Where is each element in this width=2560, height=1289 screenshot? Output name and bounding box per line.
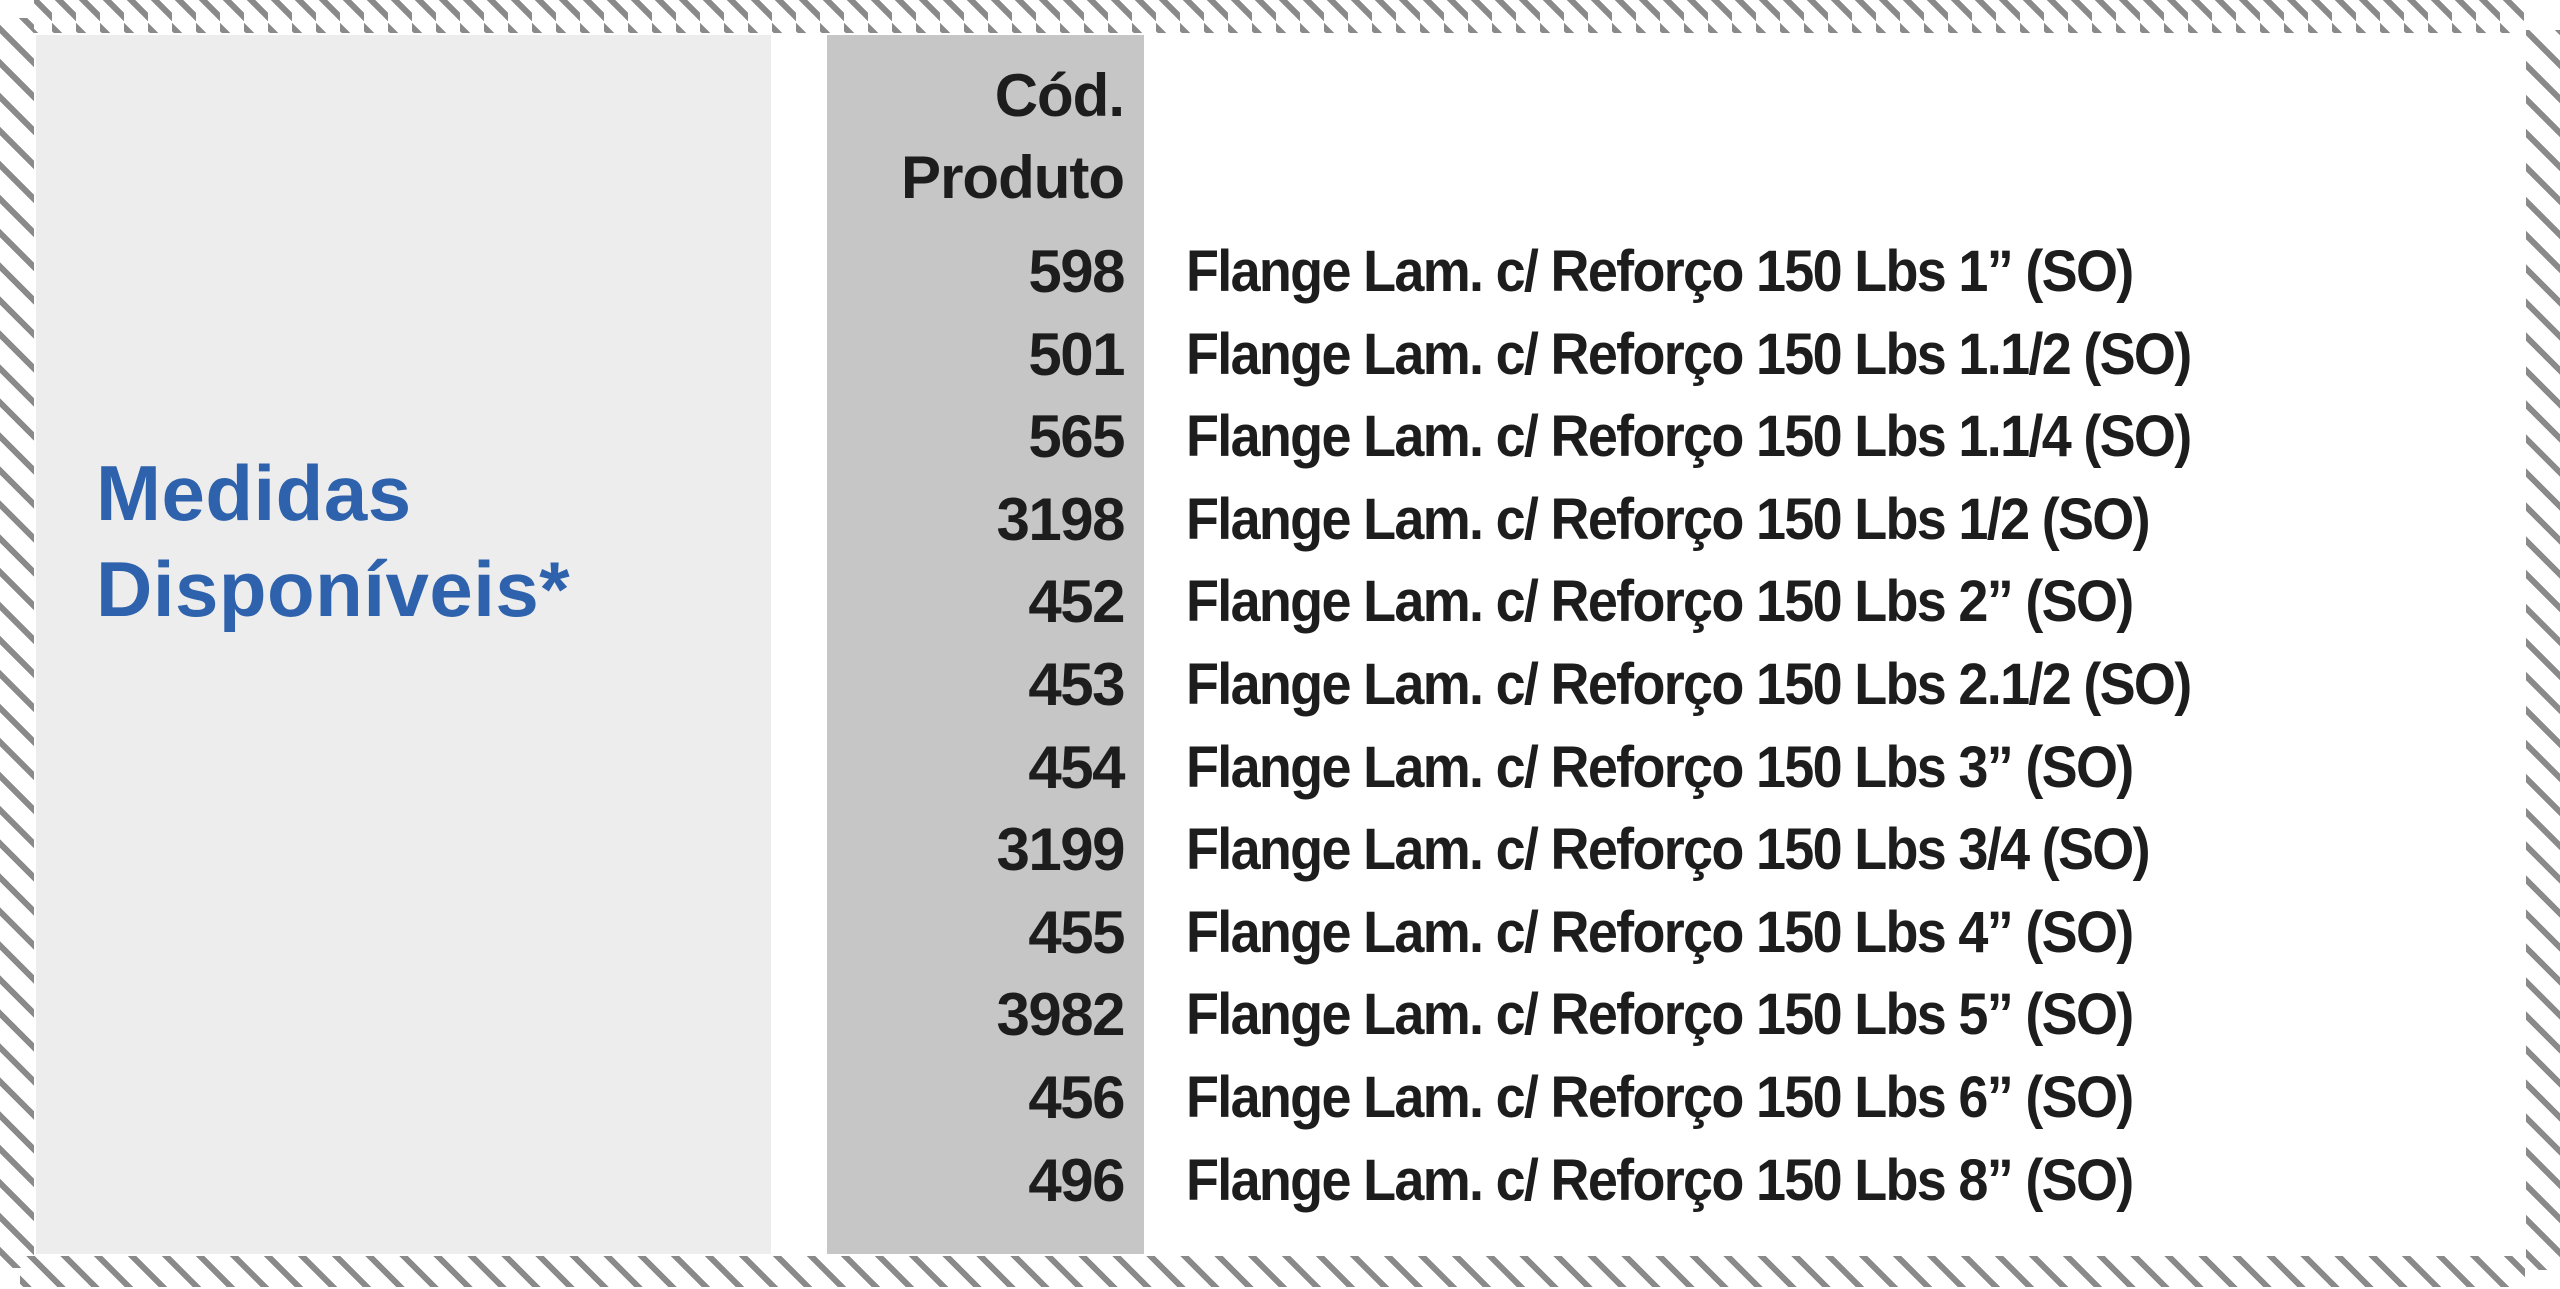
table-row: 455 Flange Lam. c/ Reforço 150 Lbs 4” (SO… xyxy=(0,892,2560,975)
product-code: 455 xyxy=(1028,898,1125,966)
product-description: Flange Lam. c/ Reforço 150 Lbs 3” (SO) xyxy=(1186,734,2134,800)
title-panel xyxy=(36,35,771,1254)
code-column-background xyxy=(827,35,1144,1254)
product-code: 452 xyxy=(1028,568,1125,636)
product-description: Flange Lam. c/ Reforço 150 Lbs 1.1/4 (SO… xyxy=(1186,404,2192,470)
product-description: Flange Lam. c/ Reforço 150 Lbs 1/2 (SO) xyxy=(1186,486,2151,552)
product-code: 496 xyxy=(1028,1146,1125,1214)
product-code: 501 xyxy=(1028,320,1125,388)
product-description: Flange Lam. c/ Reforço 150 Lbs 2.1/2 (SO… xyxy=(1186,651,2192,717)
product-description: Flange Lam. c/ Reforço 150 Lbs 1.1/2 (SO… xyxy=(1186,321,2192,387)
header-line-1: Cód. xyxy=(994,62,1125,129)
hatched-border-top xyxy=(34,0,2524,33)
table-row: 565 Flange Lam. c/ Reforço 150 Lbs 1.1/4 … xyxy=(0,396,2560,479)
table-row: 453 Flange Lam. c/ Reforço 150 Lbs 2.1/2 … xyxy=(0,644,2560,727)
product-description: Flange Lam. c/ Reforço 150 Lbs 5” (SO) xyxy=(1186,982,2134,1048)
product-code: 598 xyxy=(1028,238,1125,305)
product-description: Flange Lam. c/ Reforço 150 Lbs 6” (SO) xyxy=(1186,1064,2134,1130)
product-description: Flange Lam. c/ Reforço 150 Lbs 4” (SO) xyxy=(1186,899,2134,965)
table-row: 3982 Flange Lam. c/ Reforço 150 Lbs 5” (S… xyxy=(0,974,2560,1057)
product-code: 454 xyxy=(1028,733,1125,801)
product-table: 598 Flange Lam. c/ Reforço 150 Lbs 1” (SO… xyxy=(0,231,2560,1222)
product-code: 565 xyxy=(1028,403,1125,471)
table-row: 3199 Flange Lam. c/ Reforço 150 Lbs 3/4 (… xyxy=(0,809,2560,892)
table-row: 501 Flange Lam. c/ Reforço 150 Lbs 1.1/2 … xyxy=(0,314,2560,397)
hatched-border-left xyxy=(0,18,34,1268)
table-row: 454 Flange Lam. c/ Reforço 150 Lbs 3” (SO… xyxy=(0,727,2560,810)
product-description: Flange Lam. c/ Reforço 150 Lbs 2” (SO) xyxy=(1186,569,2134,635)
product-code: 456 xyxy=(1028,1063,1125,1131)
table-row: 452 Flange Lam. c/ Reforço 150 Lbs 2” (SO… xyxy=(0,561,2560,644)
panel-title-line-1: Medidas xyxy=(96,449,412,537)
product-code: 453 xyxy=(1028,650,1125,718)
product-description: Flange Lam. c/ Reforço 150 Lbs 1” (SO) xyxy=(1186,239,2134,304)
product-code: 3982 xyxy=(996,981,1126,1049)
product-code: 3198 xyxy=(996,485,1126,553)
table-row: 3198 Flange Lam. c/ Reforço 150 Lbs 1/2 (… xyxy=(0,479,2560,562)
table-row: 496 Flange Lam. c/ Reforço 150 Lbs 8” (SO… xyxy=(0,1140,2560,1223)
table-row: 456 Flange Lam. c/ Reforço 150 Lbs 6” (SO… xyxy=(0,1057,2560,1140)
panel-title-line-2: Disponíveis* xyxy=(96,545,571,633)
product-description: Flange Lam. c/ Reforço 150 Lbs 3/4 (SO) xyxy=(1186,817,2151,883)
header-line-2: Produto xyxy=(901,144,1125,211)
product-description: Flange Lam. c/ Reforço 150 Lbs 8” (SO) xyxy=(1186,1147,2134,1213)
table-row: 598 Flange Lam. c/ Reforço 150 Lbs 1” (SO… xyxy=(0,231,2560,314)
hatched-border-bottom xyxy=(20,1256,2525,1287)
panel-title: Medidas Disponíveis* xyxy=(96,445,570,637)
product-code: 3199 xyxy=(996,816,1126,884)
hatched-border-right xyxy=(2526,30,2560,1270)
code-column-header: Cód. Produto xyxy=(827,55,1125,219)
